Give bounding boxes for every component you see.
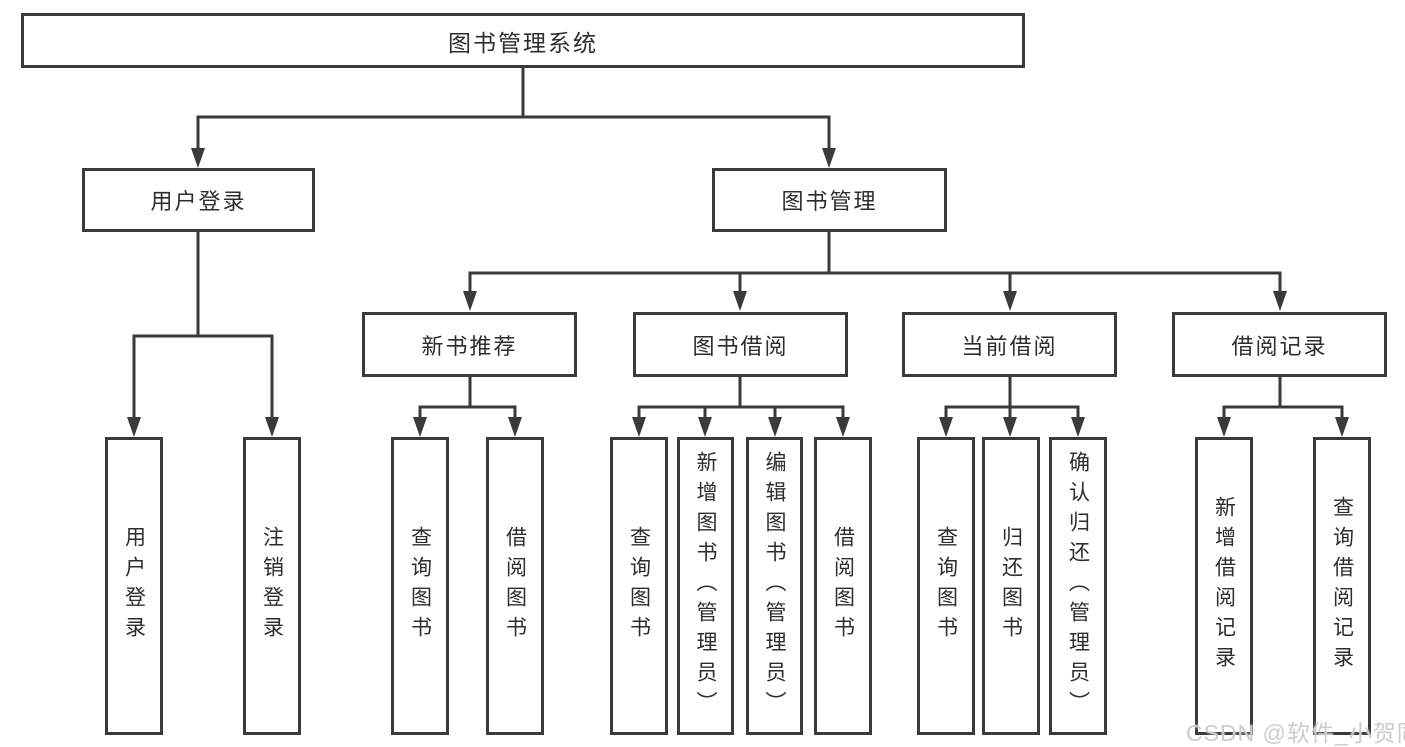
leaf-current-confirm-return-admin: 确认归还（管理员） [1049,437,1107,735]
connector-recommend-split [418,405,517,419]
connector-records-split [1222,405,1344,419]
node-current-borrow: 当前借阅 [902,312,1117,377]
connector-level1-split [196,115,831,150]
leaf-borrow-edit-books-admin: 编辑图书（管理员） [746,437,803,735]
arrowhead [1071,417,1085,437]
arrowhead [632,417,646,437]
connector-borrow-split [637,405,845,419]
connector-current-split [944,405,1080,419]
leaf-user-login: 用户登录 [105,437,163,735]
leaf-logout: 注销登录 [243,437,301,735]
arrowhead [822,148,836,168]
node-borrow-records: 借阅记录 [1172,312,1387,377]
arrowhead [191,148,205,168]
watermark: CSDN @软件_小贺同学 [1186,720,1405,746]
arrowhead [698,417,712,437]
node-book-management: 图书管理 [712,168,947,232]
node-root-library-system: 图书管理系统 [21,13,1025,68]
connector-lines [132,68,1344,419]
arrowhead [733,291,747,311]
leaf-records-query-record: 查询借阅记录 [1313,437,1371,735]
arrowhead [508,417,522,437]
node-user-login: 用户登录 [82,168,315,232]
arrowhead [1003,417,1017,437]
arrowhead [1273,291,1287,311]
arrowhead [836,417,850,437]
arrowhead [1003,291,1017,311]
leaf-borrow-add-books-admin: 新增图书（管理员） [677,437,734,735]
arrowhead [413,417,427,437]
arrowhead [768,417,782,437]
arrowhead [463,291,477,311]
node-book-borrow: 图书借阅 [633,312,848,377]
arrowhead [127,417,141,437]
leaf-recommend-query-books: 查询图书 [391,437,449,735]
arrowheads [127,148,1349,437]
leaf-recommend-borrow-books: 借阅图书 [486,437,544,735]
arrowhead [265,417,279,437]
arrowhead [1335,417,1349,437]
arrowhead [1217,417,1231,437]
leaf-borrow-query-books: 查询图书 [610,437,668,735]
leaf-current-return-books: 归还图书 [982,437,1040,735]
arrowhead [939,417,953,437]
leaf-records-add-record: 新增借阅记录 [1195,437,1253,735]
leaf-borrow-borrow-books: 借阅图书 [814,437,872,735]
node-new-book-recommend: 新书推荐 [362,312,577,377]
connector-user-login-split [132,334,274,419]
connector-level2-split [468,271,1282,294]
leaf-current-query-books: 查询图书 [917,437,975,735]
